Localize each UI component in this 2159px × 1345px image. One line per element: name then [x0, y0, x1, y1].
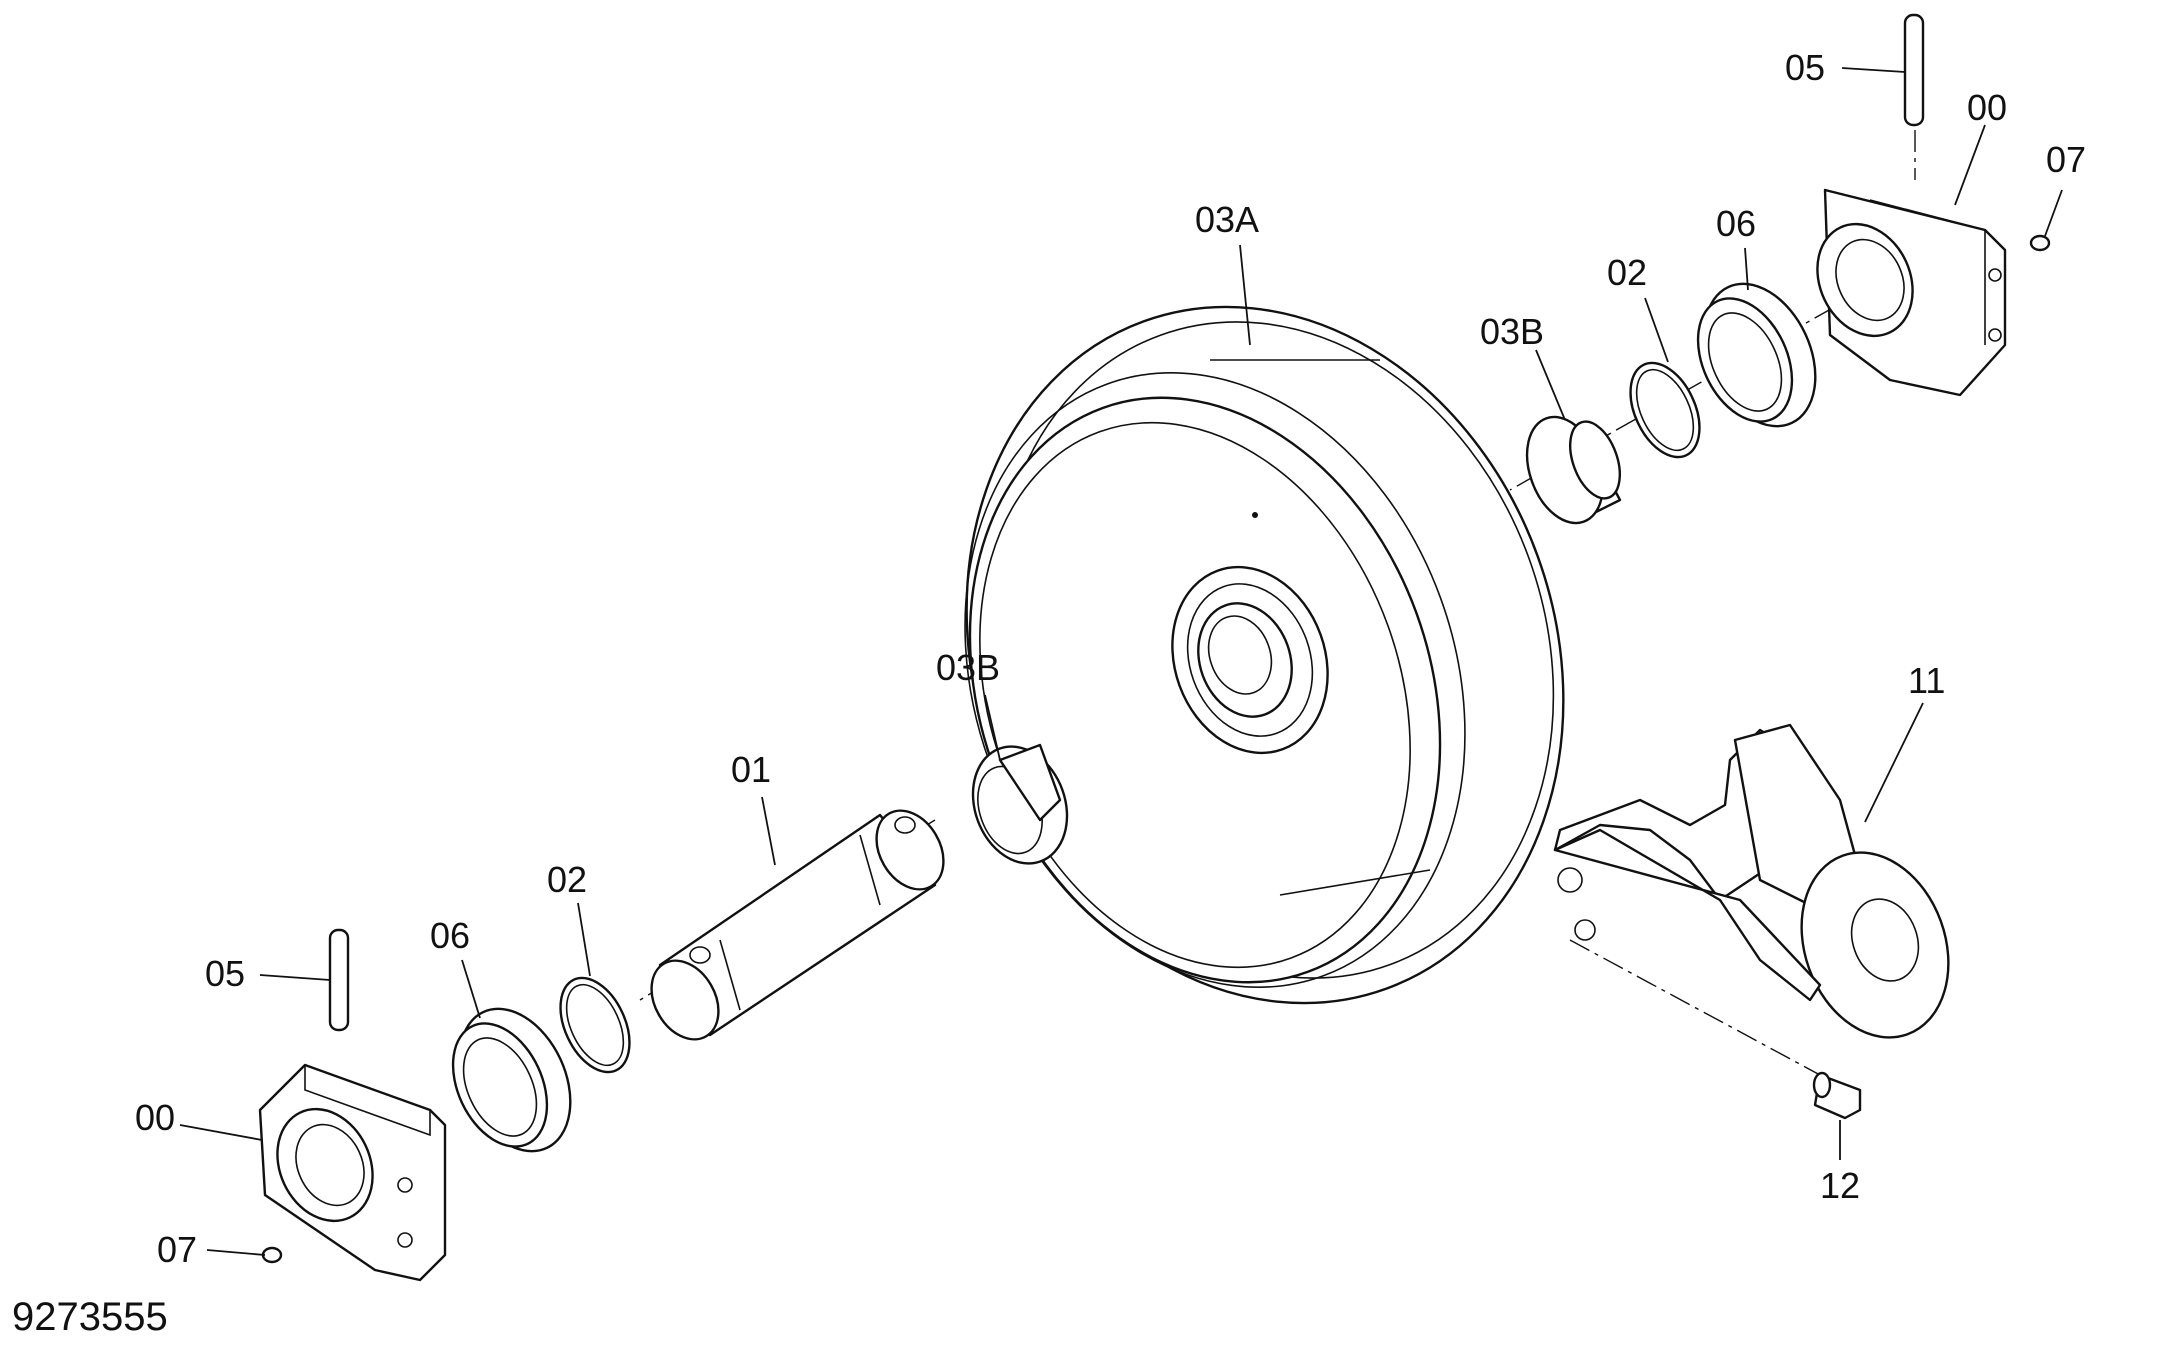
callout-06-bottom: 06	[430, 915, 470, 956]
pin-05-bottom[interactable]	[328, 928, 350, 1032]
callout-00-top: 00	[1967, 87, 2007, 128]
bracket-00-bottom[interactable]	[258, 1063, 447, 1282]
callout-12: 12	[1820, 1165, 1860, 1206]
drawing-number: 9273555	[12, 1295, 168, 1339]
bracket-00-top[interactable]	[1800, 188, 2007, 397]
bolt-12[interactable]	[1812, 1071, 1862, 1120]
callout-03a: 03A	[1195, 199, 1259, 240]
bushing-03b-bottom[interactable]	[957, 733, 1083, 877]
callout-07-bottom: 07	[157, 1229, 197, 1270]
callout-11: 11	[1908, 660, 1945, 701]
callout-05-top: 05	[1785, 47, 1825, 88]
grease-nipple-07-bottom[interactable]	[261, 1246, 283, 1264]
callout-05-bottom: 05	[205, 953, 245, 994]
callout-01: 01	[731, 749, 771, 790]
leader-lines	[179, 67, 2063, 1256]
callout-03b-bottom: 03B	[936, 647, 1000, 688]
yoke-11[interactable]	[1553, 723, 1973, 1058]
o-ring-02-bottom[interactable]	[547, 967, 644, 1083]
bushing-03b-top[interactable]	[1513, 406, 1629, 533]
callout-labels: 05 00 07 06 02 03B 03A 03B 01 02 06 05 0…	[135, 47, 2086, 1270]
callout-02-top: 02	[1607, 252, 1647, 293]
o-ring-02-top[interactable]	[1617, 352, 1714, 468]
grease-nipple-07-top[interactable]	[2029, 234, 2051, 252]
callout-02-bottom: 02	[547, 859, 587, 900]
shaft-01[interactable]	[638, 799, 957, 1052]
pin-05-top[interactable]	[1903, 13, 1925, 127]
callout-03b-top: 03B	[1480, 311, 1544, 352]
callout-00-bottom: 00	[135, 1097, 175, 1138]
seal-06-bottom[interactable]	[434, 991, 592, 1169]
callout-06-top: 06	[1716, 203, 1756, 244]
seal-06-top[interactable]	[1679, 266, 1837, 444]
callout-07-top: 07	[2046, 139, 2086, 180]
